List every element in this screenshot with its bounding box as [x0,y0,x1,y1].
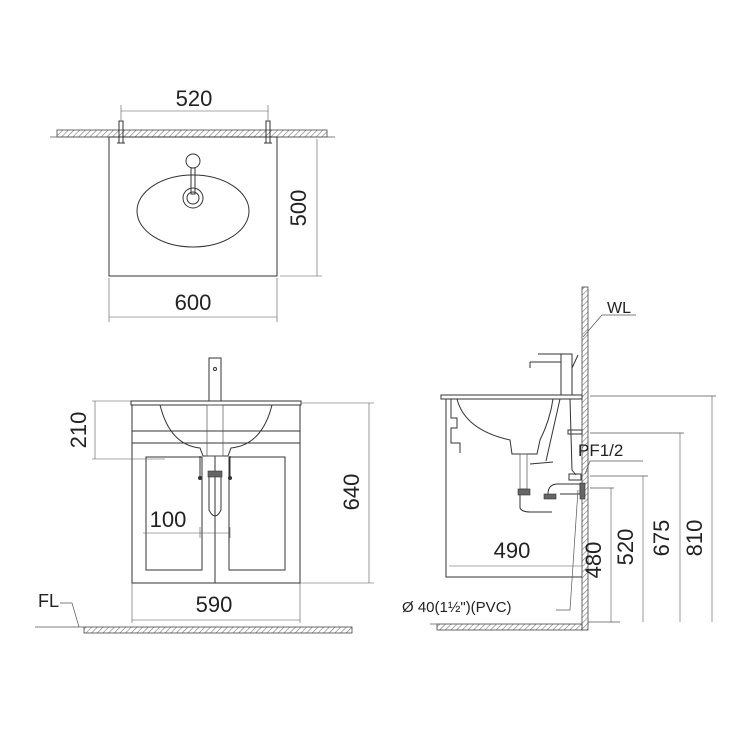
dim-600: 600 [175,290,212,315]
dim-480: 480 [581,542,606,579]
faucet-front [208,357,222,402]
dim-520-side: 520 [613,529,638,566]
basin-bowl-top [136,174,250,248]
dim-490: 490 [494,538,531,563]
cabinet-front [131,404,301,584]
dim-500: 500 [286,190,311,227]
dim-210: 210 [66,412,91,449]
top-view: 520 500 600 [50,86,335,322]
wall-section-side [581,286,589,631]
drain-top [182,187,204,209]
label-wl: WL [607,300,631,317]
dim-810: 810 [682,520,707,557]
wall-section-top [56,129,328,138]
basin-bowl-side [456,398,554,455]
label-fl: FL [38,591,59,611]
door-panel-right [228,456,286,571]
faucet-side [560,353,573,396]
label-pf12: PF1/2 [578,441,623,460]
countertop-outline [108,136,278,277]
dim-640: 640 [339,474,364,511]
door-panel-left [145,456,203,571]
dim-100: 100 [150,507,187,532]
faucet-body-top [185,153,201,169]
p-trap-side [519,495,552,513]
label-waste-pipe: Ø 40(1½")(PVC) [402,599,512,616]
floor-section [83,626,353,634]
dim-520: 520 [176,86,213,111]
mount-bolt-left [117,120,125,144]
cabinet-side [445,399,582,578]
dim-590: 590 [196,592,233,617]
dim-675: 675 [649,520,674,557]
floor-section-side [436,623,583,631]
mount-bolt-right [264,120,272,144]
countertop-side [440,394,583,400]
front-view: FL 210 640 100 590 [35,357,374,634]
side-view: WL PF1/2 Ø 40(1½")(PVC) 490 [402,286,716,631]
countertop-front [130,400,302,406]
p-trap-front [208,477,222,517]
